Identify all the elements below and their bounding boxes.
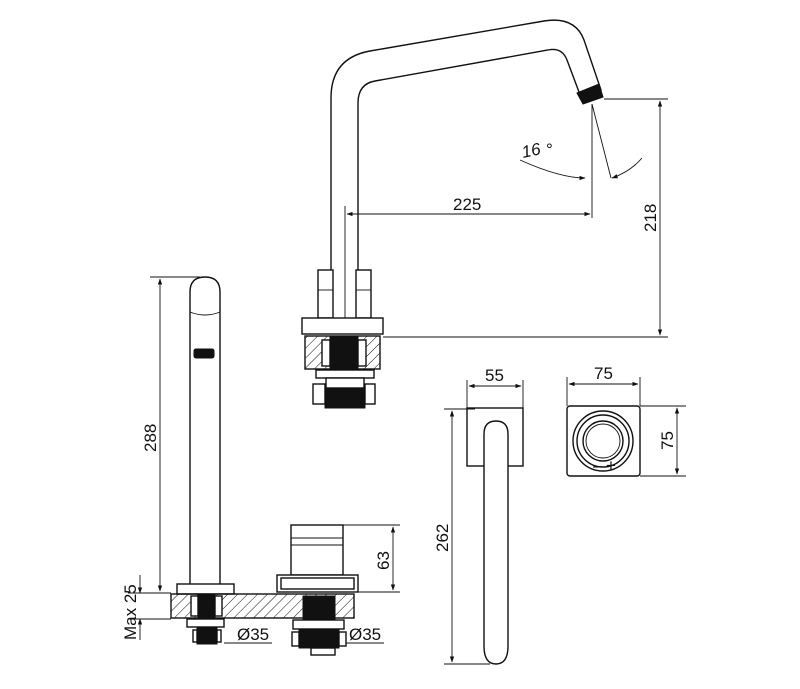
spout-mounting-washer [315, 369, 375, 379]
front-spout-connector [196, 626, 218, 645]
handle-side-view: 55 262 [433, 366, 524, 665]
hot-marking: + [606, 456, 616, 475]
dim-spout-hole-label: Ø35 [237, 625, 269, 644]
dim-total-height-label: 288 [141, 424, 160, 452]
dim-handle-height-label: 63 [374, 551, 393, 570]
dim-reach-label: 225 [453, 195, 481, 214]
spout-elevation-view: 16 ° 225 218 [301, 19, 668, 409]
spout-shank [329, 335, 359, 373]
spout-inlet-connector [324, 387, 366, 409]
installed-front-view: 288 Max 25 Ø35 Ø35 63 [121, 276, 400, 656]
dim-height-label: 218 [641, 204, 660, 232]
spout-mounting-nut [325, 377, 365, 389]
handle-top-knob [582, 420, 624, 462]
spout-aerator [576, 83, 604, 105]
front-handle-shank [302, 595, 336, 623]
front-spout-body [189, 276, 221, 585]
dim-handle-side-height-label: 262 [433, 524, 452, 552]
handle-top-view: – + 75 75 [566, 364, 686, 477]
spout-collar-right [355, 269, 372, 319]
handle-top-rose-outer [572, 410, 634, 472]
front-spout-shank [197, 593, 216, 623]
angle-label: 16 [520, 139, 543, 162]
dim-plate-width-label: 75 [594, 364, 613, 383]
front-handle-nut [298, 628, 340, 649]
handle-side-lever [483, 420, 509, 665]
degree-symbol: ° [546, 140, 553, 159]
dim-handle-hole-label: Ø35 [349, 625, 381, 644]
angle-arc [519, 159, 586, 181]
front-spout-flange [176, 583, 235, 595]
spout-collar-left [317, 269, 334, 319]
cold-marking: – [593, 456, 603, 475]
dim-deck-thickness-label: Max 25 [121, 584, 140, 640]
front-handle-lever [290, 524, 344, 576]
handle-top-plate [566, 405, 641, 477]
front-spout-aerator [193, 348, 215, 359]
dim-handle-top-width-label: 55 [485, 366, 504, 385]
spout-base-flange [301, 317, 384, 335]
dim-plate-height-label: 75 [658, 431, 677, 450]
